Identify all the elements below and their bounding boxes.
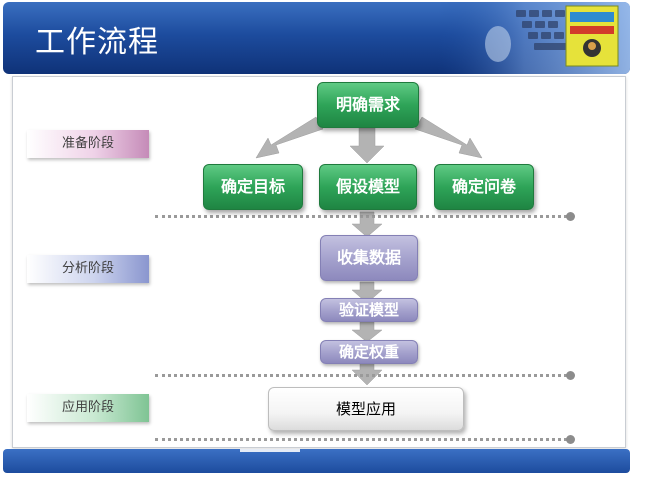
footer-tab [240,449,300,452]
separator-end-dot-3 [566,435,575,444]
separator-end-dot-1 [566,212,575,221]
header-bar: 工作流程 [3,2,630,74]
node-clarify-requirements: 明确需求 [317,82,419,128]
separator-line-2 [155,374,567,377]
book-cover-image [565,5,619,67]
node-define-questionnaire: 确定问卷 [434,164,534,210]
node-model-application: 模型应用 [268,387,464,431]
separator-line-3 [155,438,567,441]
node-verify-model: 验证模型 [320,298,418,322]
arrow-to-verify [351,281,383,304]
node-define-weight: 确定权重 [320,340,418,364]
separator-line-1 [155,215,567,218]
stage-label-prep: 准备阶段 [27,130,149,158]
node-hypothesis-model: 假设模型 [319,164,417,210]
page-title: 工作流程 [35,25,159,60]
footer-bar [3,449,630,473]
keyboard-image [438,2,630,74]
stage-label-analysis: 分析阶段 [27,255,149,283]
arrow-to-hypothesis [349,127,385,164]
arrow-to-weight [351,321,383,343]
separator-end-dot-2 [566,371,575,380]
stage-label-application: 应用阶段 [27,394,149,422]
node-define-goal: 确定目标 [203,164,303,210]
node-collect-data: 收集数据 [320,235,418,281]
arrow-to-goal [255,116,324,159]
arrow-to-collect [351,211,383,238]
arrow-to-questionnaire [414,116,483,159]
